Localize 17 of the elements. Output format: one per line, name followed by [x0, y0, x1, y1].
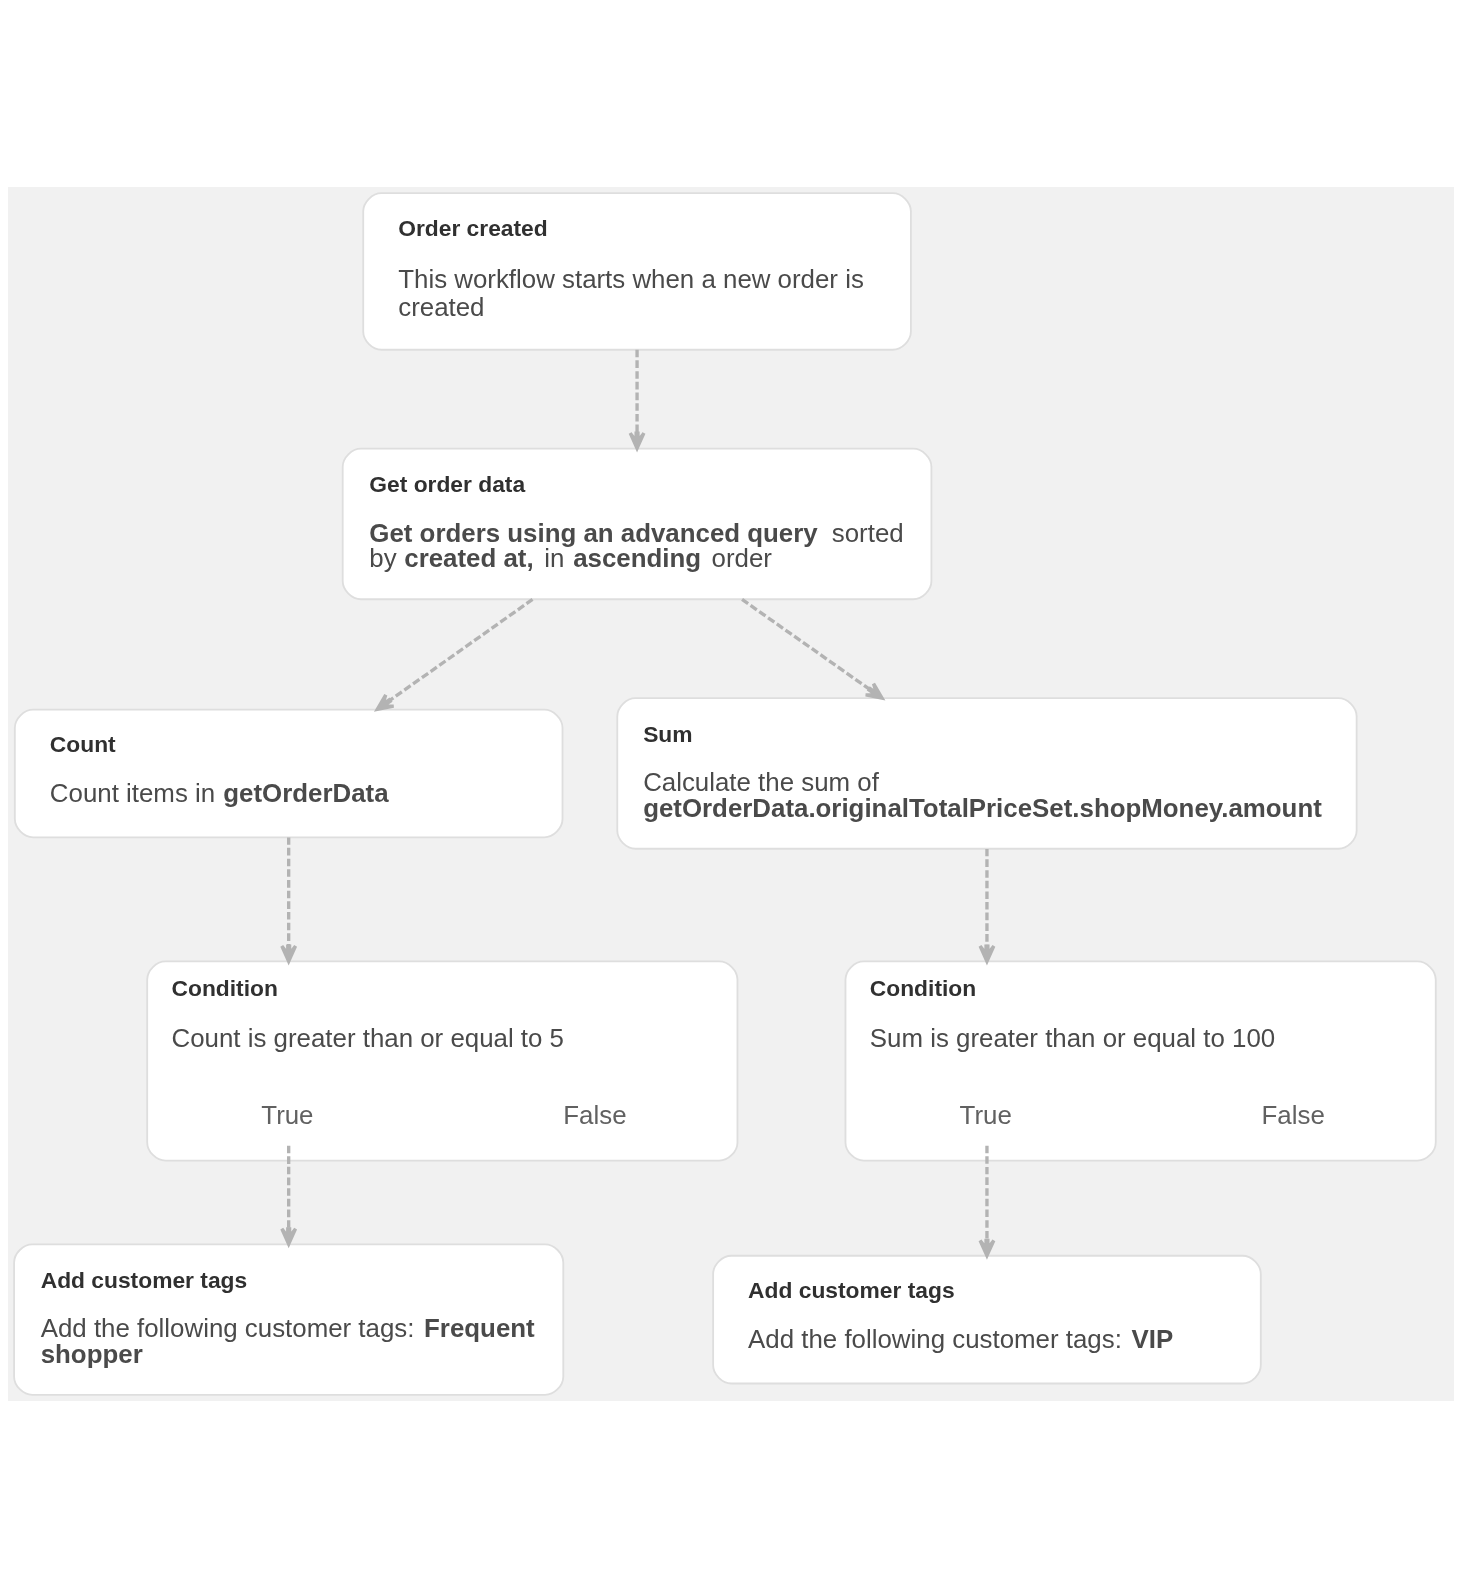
node-box: Order created This workflow starts when a new order is created	[362, 192, 912, 351]
arrow	[741, 598, 884, 700]
arrow	[628, 349, 646, 451]
node-box: Add customer tags Add the following customer tags: Frequent shopper	[13, 1243, 565, 1396]
arrow	[978, 848, 996, 963]
arrow	[280, 1145, 298, 1246]
node-box: Add customer tags Add the following customer tags: VIP	[712, 1254, 1262, 1385]
arrow	[375, 598, 534, 711]
arrow	[280, 837, 298, 963]
node-box: Sum Calculate the sum of getOrderData.originalTotalPriceSet.shopMoney.amount	[616, 697, 1358, 850]
node-box: Count Count items in getOrderData	[13, 708, 564, 839]
node-text: True	[261, 1100, 314, 1129]
node-text: True	[959, 1100, 1012, 1129]
node-text: False	[1261, 1100, 1325, 1129]
node-box: Get order data Get orders using an advanced query sorted by created at, in ascending order	[341, 447, 933, 601]
node-text: False	[563, 1100, 627, 1129]
arrow	[978, 1145, 996, 1258]
